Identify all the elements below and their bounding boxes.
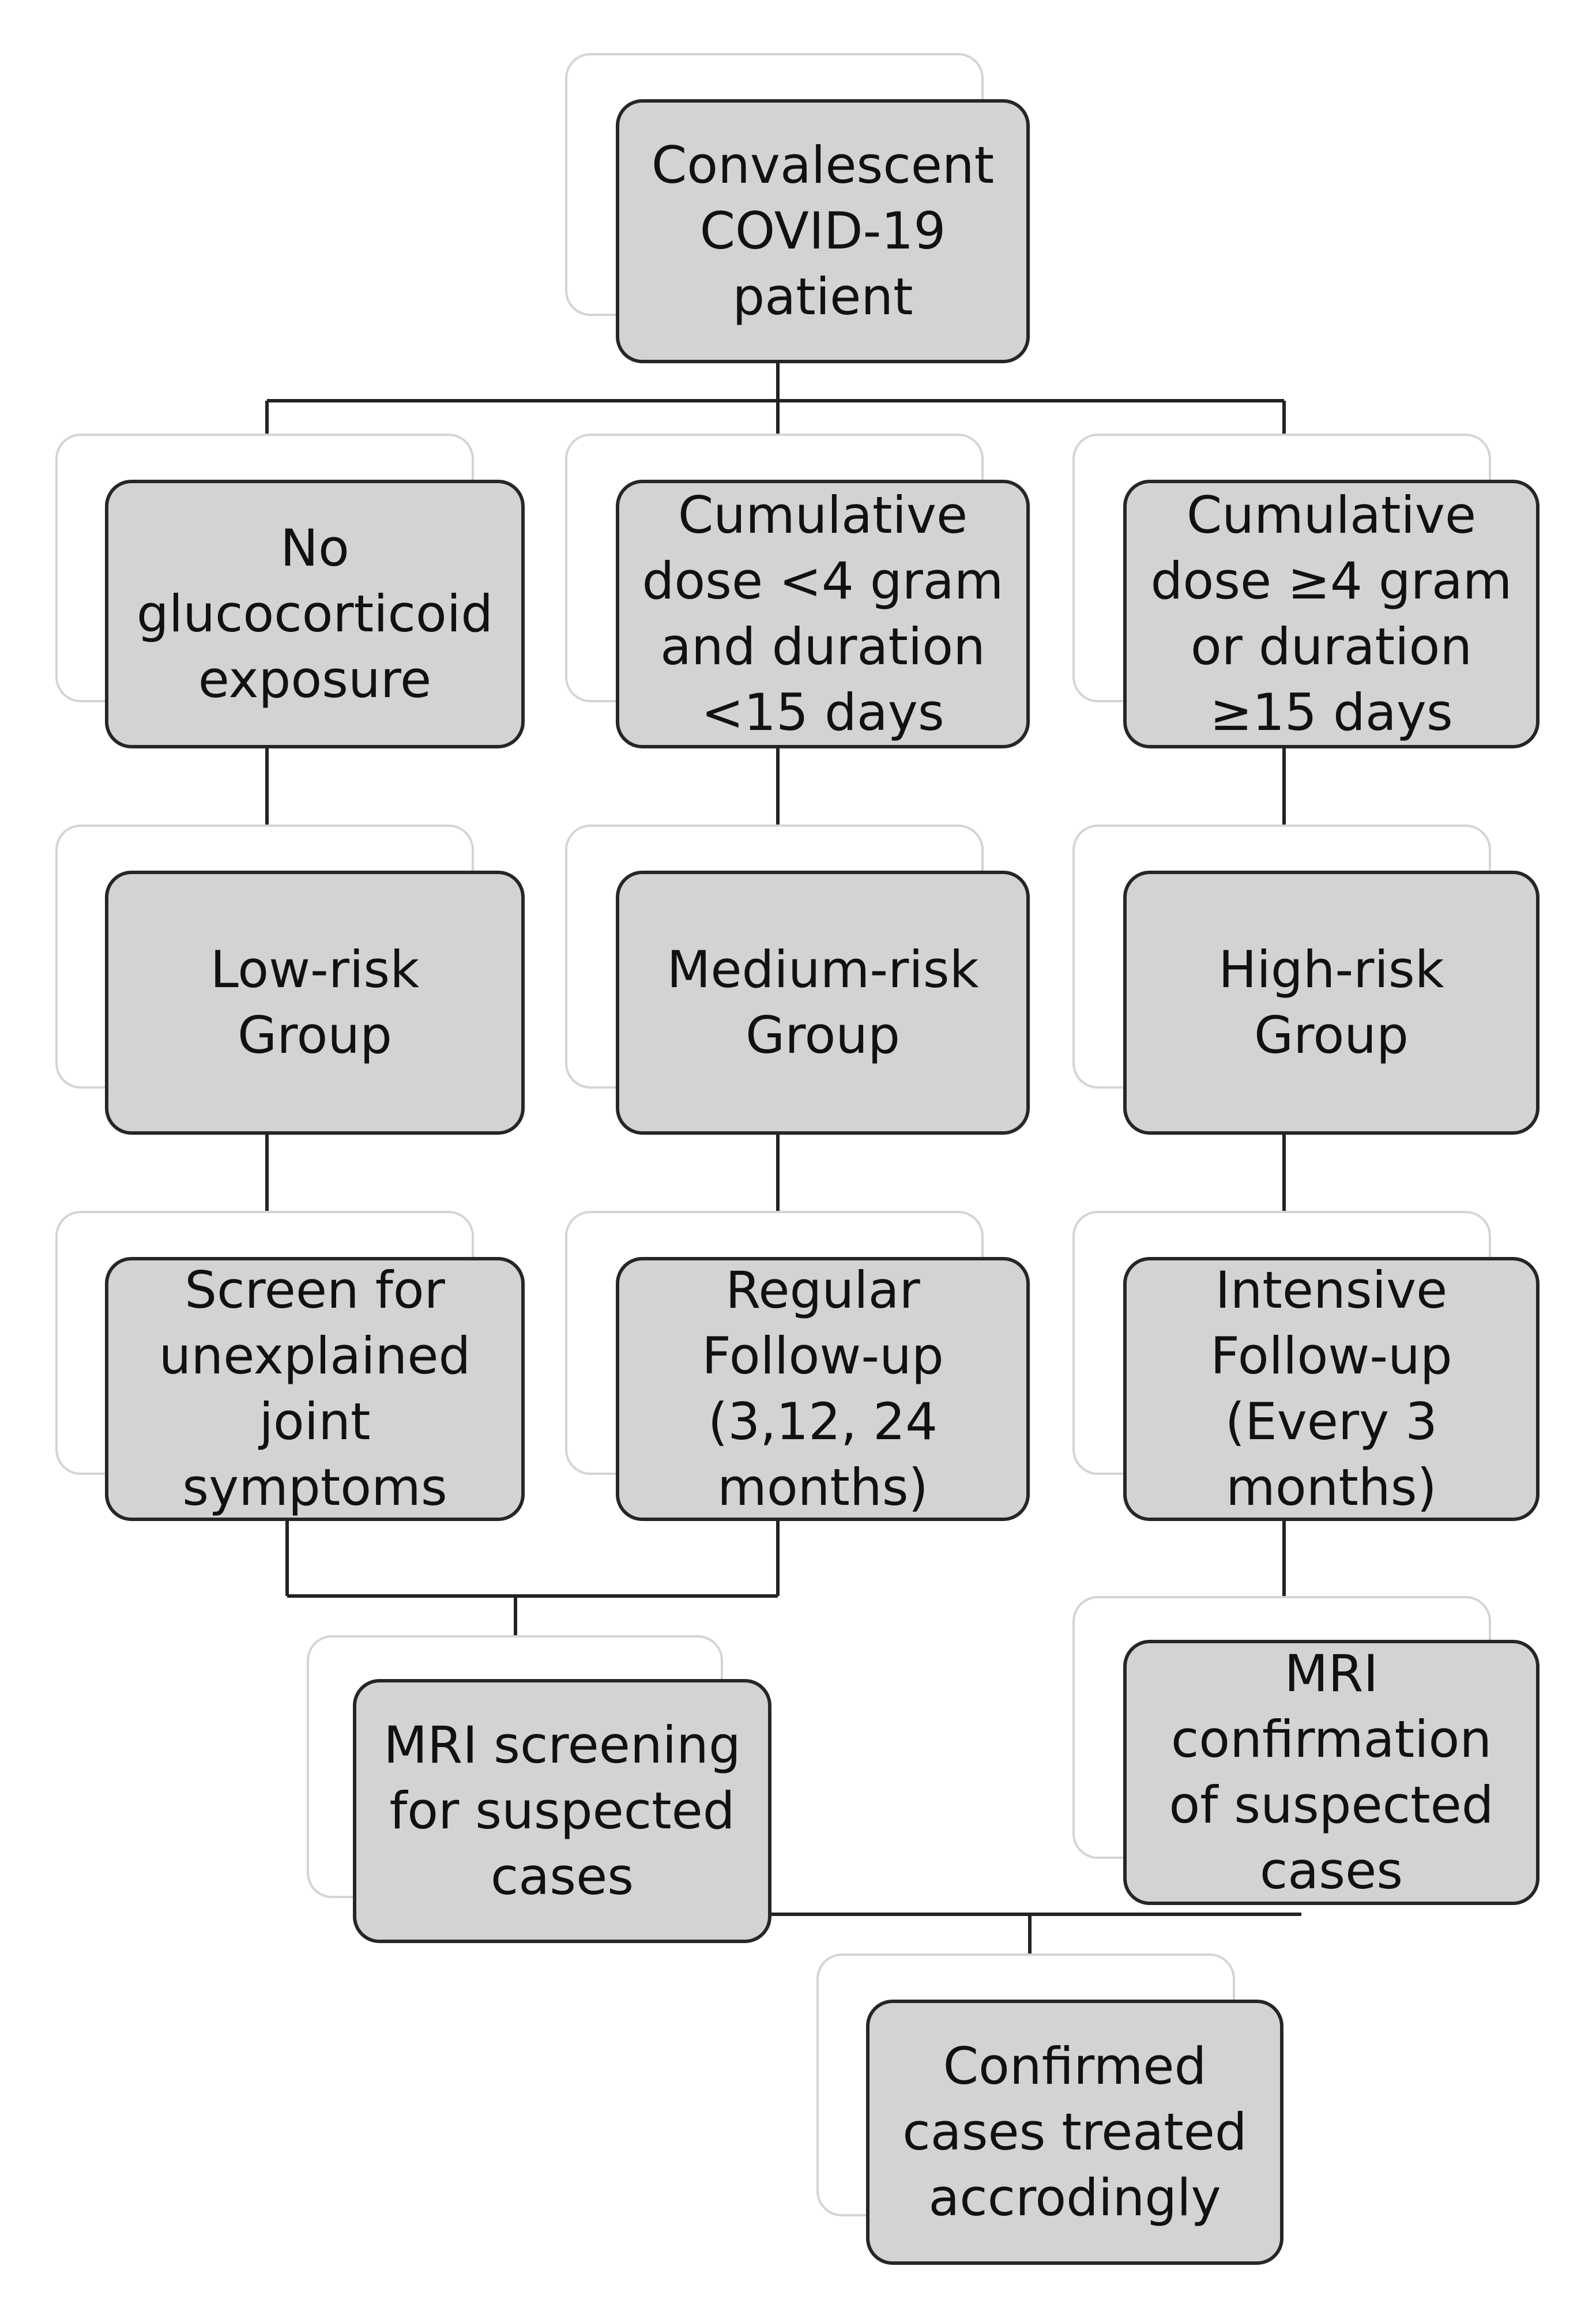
root-label: Convalescent COVID-19 patient [651,135,995,326]
screen-joint-label: Screen for unexplained joint symptoms [159,1260,471,1517]
node-box: Medium-risk Group [616,871,1030,1135]
node-box: Cumulative dose ≥4 gram or duration ≥15 … [1123,480,1539,748]
node-box: Low-risk Group [105,871,525,1135]
mri-screening-label: MRI screening for suspected cases [383,1715,741,1906]
node-box: Screen for unexplained joint symptoms [105,1257,525,1521]
low-risk-label: Low-risk Group [210,940,420,1065]
node-box: MRI confirmation of suspected cases [1123,1640,1539,1905]
node-box: MRI screening for suspected cases [353,1679,771,1943]
medium-risk-label: Medium-risk Group [667,940,979,1065]
high-dose-label: Cumulative dose ≥4 gram or duration ≥15 … [1150,485,1512,742]
confirmed-label: Confirmed cases treated accrodingly [902,2037,1247,2227]
node-box: No glucocorticoid exposure [105,480,525,748]
regular-followup-label: Regular Follow-up (3,12, 24 months) [702,1260,944,1517]
node-box: Intensive Follow-up (Every 3 months) [1123,1257,1539,1521]
node-box: Convalescent COVID-19 patient [616,99,1030,363]
mri-confirmation-label: MRI confirmation of suspected cases [1169,1644,1494,1900]
high-risk-label: High-risk Group [1218,940,1444,1065]
node-box: Cumulative dose <4 gram and duration <15… [616,480,1030,748]
node-box: Confirmed cases treated accrodingly [866,2000,1283,2265]
node-box: Regular Follow-up (3,12, 24 months) [616,1257,1030,1521]
no-exposure-label: No glucocorticoid exposure [136,518,494,709]
low-dose-label: Cumulative dose <4 gram and duration <15… [642,485,1004,742]
intensive-followup-label: Intensive Follow-up (Every 3 months) [1210,1260,1452,1517]
node-box: High-risk Group [1123,871,1539,1135]
